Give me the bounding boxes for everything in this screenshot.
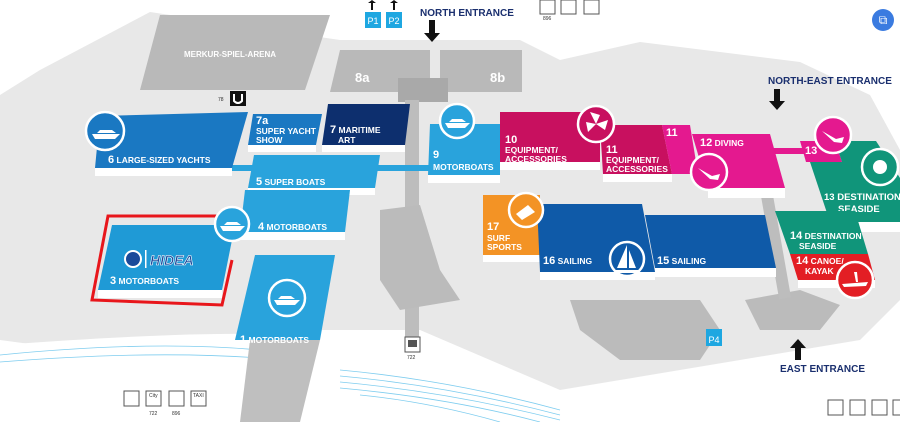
east-entrance-label: EAST ENTRANCE	[780, 364, 865, 375]
hall-4-label: 4 MOTORBOATS	[258, 221, 327, 233]
hall-13-label-2: SEASIDE	[838, 204, 880, 215]
hall-8a-label: 8a	[355, 70, 370, 85]
hall-8b[interactable]	[440, 50, 522, 92]
hall-1-label: 1 MOTORBOATS	[240, 334, 309, 346]
merkur-spiel-arena[interactable]	[140, 15, 330, 90]
hall-10-number: 10	[505, 134, 517, 146]
hall-17-label-2: SPORTS	[487, 242, 522, 252]
bus-icon[interactable]	[404, 336, 421, 353]
hall-14-label: 14 DESTINATION	[790, 230, 862, 242]
hall-10-label: EQUIPMENT/	[505, 145, 559, 155]
hall-7a-number: 7a	[256, 115, 269, 127]
hall-14-canoe-label: 14 CANOE/	[796, 255, 844, 267]
hall-14[interactable]	[775, 211, 868, 254]
parking-p2[interactable]: P2	[386, 0, 402, 28]
svg-text:P4: P4	[708, 335, 719, 345]
arena-label: MERKUR-SPIEL-ARENA	[184, 50, 276, 59]
hall-9-label: MOTORBOATS	[433, 162, 494, 172]
bus-line-label: 722	[407, 355, 416, 361]
north-entrance-arrow[interactable]	[424, 20, 440, 42]
north-east-entrance-label: NORTH-EAST ENTRANCE	[768, 76, 892, 87]
hall-1-pier	[240, 340, 320, 422]
hall-3-label: 3 MOTORBOATS	[110, 275, 179, 287]
hall-14-canoe-label-2: KAYAK	[805, 266, 835, 276]
east-building	[570, 300, 720, 360]
hall-11-label: EQUIPMENT/	[606, 155, 660, 165]
hall-17-number: 17	[487, 221, 499, 233]
hall-7-label: 7 MARITIME	[330, 124, 381, 136]
east-entrance-building	[745, 290, 840, 330]
hall-13-annex-label: 13	[805, 145, 817, 157]
connector	[770, 148, 805, 154]
hall-11-number: 11	[606, 144, 618, 156]
city-bus-label: City	[149, 393, 158, 399]
hall-3[interactable]	[98, 225, 235, 298]
u-bahn-line-label: 78	[218, 97, 224, 103]
transit-icons-southwest[interactable]	[123, 390, 207, 407]
hall-7[interactable]	[322, 104, 410, 152]
east-entrance-arrow[interactable]	[790, 339, 806, 360]
north-entrance-label: NORTH ENTRANCE	[420, 8, 514, 19]
hall-7a-label: SUPER YACHT	[256, 126, 317, 136]
hall-9-number: 9	[433, 149, 439, 161]
tower-building	[380, 205, 460, 310]
bus-line-label: 896	[172, 411, 181, 417]
hall-6[interactable]	[95, 112, 248, 176]
hall-9[interactable]	[428, 124, 500, 183]
hall-8b-label: 8b	[490, 70, 505, 85]
walkway	[760, 188, 792, 300]
transit-icons-north[interactable]	[539, 0, 600, 15]
u-bahn-icon[interactable]	[230, 91, 246, 106]
diver-icon	[813, 115, 853, 155]
hall-7a[interactable]	[248, 114, 322, 152]
hall-7a-label-2: SHOW	[256, 135, 283, 145]
hall-6-label: 6 LARGE-SIZED YACHTS	[108, 154, 211, 166]
diver-icon	[689, 152, 729, 192]
taxi-label: TAXI	[193, 393, 204, 399]
share-map-button[interactable]: ⧉	[872, 9, 894, 31]
share-icon: ⧉	[878, 13, 888, 27]
hall-16-label: 16 SAILING	[543, 255, 592, 267]
entrance-building	[398, 78, 448, 102]
hall-17-label: SURF	[487, 233, 510, 243]
hall-10-label-2: ACCESSORIES	[505, 154, 567, 164]
parking-p1[interactable]: P1	[365, 0, 381, 28]
bus-line-label: 722	[149, 411, 158, 417]
hall-11[interactable]	[600, 125, 672, 182]
north-east-entrance-arrow[interactable]	[769, 89, 785, 110]
svg-text:P2: P2	[388, 16, 399, 26]
fairground-area	[0, 0, 900, 150]
transit-icons-southeast[interactable]	[827, 399, 900, 416]
hall-15[interactable]	[645, 215, 776, 277]
hall-13-label: 13 DESTINATION	[824, 192, 900, 203]
hall-4[interactable]	[240, 190, 350, 240]
hall-11-label-2: ACCESSORIES	[606, 164, 668, 174]
hall-15-label: 15 SAILING	[657, 255, 706, 267]
hall-14-label-2: SEASIDE	[799, 241, 837, 251]
hall-5-label: 5 SUPER BOATS	[256, 176, 326, 188]
water-lines	[0, 345, 561, 422]
svg-text:P1: P1	[367, 16, 378, 26]
hall-11-annex-label: 11	[666, 127, 678, 139]
parking-p4[interactable]: P4	[706, 329, 722, 346]
svg-text:HIDEA: HIDEA	[150, 252, 194, 268]
hall-5[interactable]	[248, 155, 380, 195]
kayak-icon	[835, 260, 875, 300]
hall-10[interactable]	[500, 112, 600, 170]
hidea-logo: HIDEA	[124, 250, 194, 268]
hall-11-annex[interactable]	[662, 125, 698, 174]
hall-12-label: 12 DIVING	[700, 137, 744, 149]
hall-7-label-2: ART	[338, 135, 356, 145]
bus-line-label: 896	[543, 16, 552, 22]
